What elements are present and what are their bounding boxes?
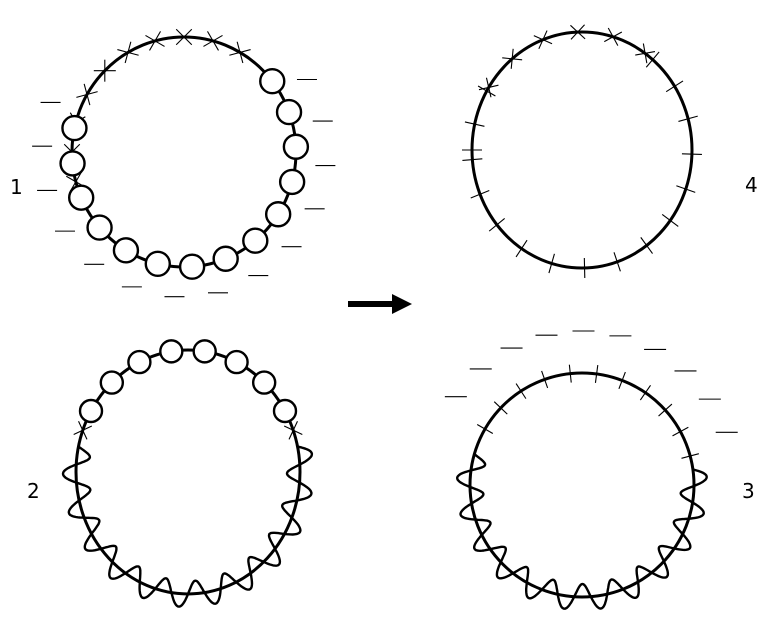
right-arrow-icon [348, 294, 412, 314]
panel-label-2: 2 [27, 479, 40, 503]
circle-bead [61, 151, 85, 175]
circle-bead [62, 116, 86, 140]
circle-bead [180, 255, 204, 279]
panel-label-4: 4 [745, 173, 758, 197]
circle-bead [128, 351, 150, 373]
tick-mark [662, 214, 678, 226]
circle-bead [214, 247, 238, 271]
wave-line [457, 454, 707, 609]
tick-mark [516, 384, 526, 399]
circle-bead [280, 170, 304, 194]
tick-mark [516, 240, 527, 257]
circle-bead [277, 100, 301, 124]
panel-2: 2 [27, 340, 312, 606]
panel-3: 3 [445, 331, 755, 609]
dash-marks [445, 331, 738, 432]
wave-line [63, 447, 312, 607]
circle-bead [274, 400, 296, 422]
ring [470, 373, 694, 597]
tick-mark [477, 425, 493, 434]
cross-marks [64, 29, 250, 191]
circle-bead [260, 69, 284, 93]
cross-marks [74, 421, 303, 439]
circle-bead [69, 186, 93, 210]
circle-bead [284, 135, 308, 159]
cross-marks [479, 25, 655, 97]
panel-1: 1 [10, 29, 335, 296]
circle-bead [146, 252, 170, 276]
panel-4: 4 [462, 25, 758, 278]
panel-label-3: 3 [742, 479, 755, 503]
circle-bead [88, 216, 112, 240]
circle-bead [226, 351, 248, 373]
tick-mark [640, 385, 650, 400]
tick-mark [641, 237, 653, 253]
circle-bead [194, 340, 216, 362]
circle-bead [80, 400, 102, 422]
circle-bead [253, 372, 275, 394]
ring [472, 32, 692, 268]
circle-bead [243, 229, 267, 253]
circle-bead [160, 340, 182, 362]
circle-bead [101, 372, 123, 394]
circle-beads [80, 340, 296, 422]
circle-bead [266, 202, 290, 226]
tick-mark [682, 154, 702, 155]
tick-mark [666, 81, 683, 92]
circle-beads [61, 69, 308, 278]
panel-label-1: 1 [10, 175, 23, 199]
circle-bead [114, 238, 138, 262]
